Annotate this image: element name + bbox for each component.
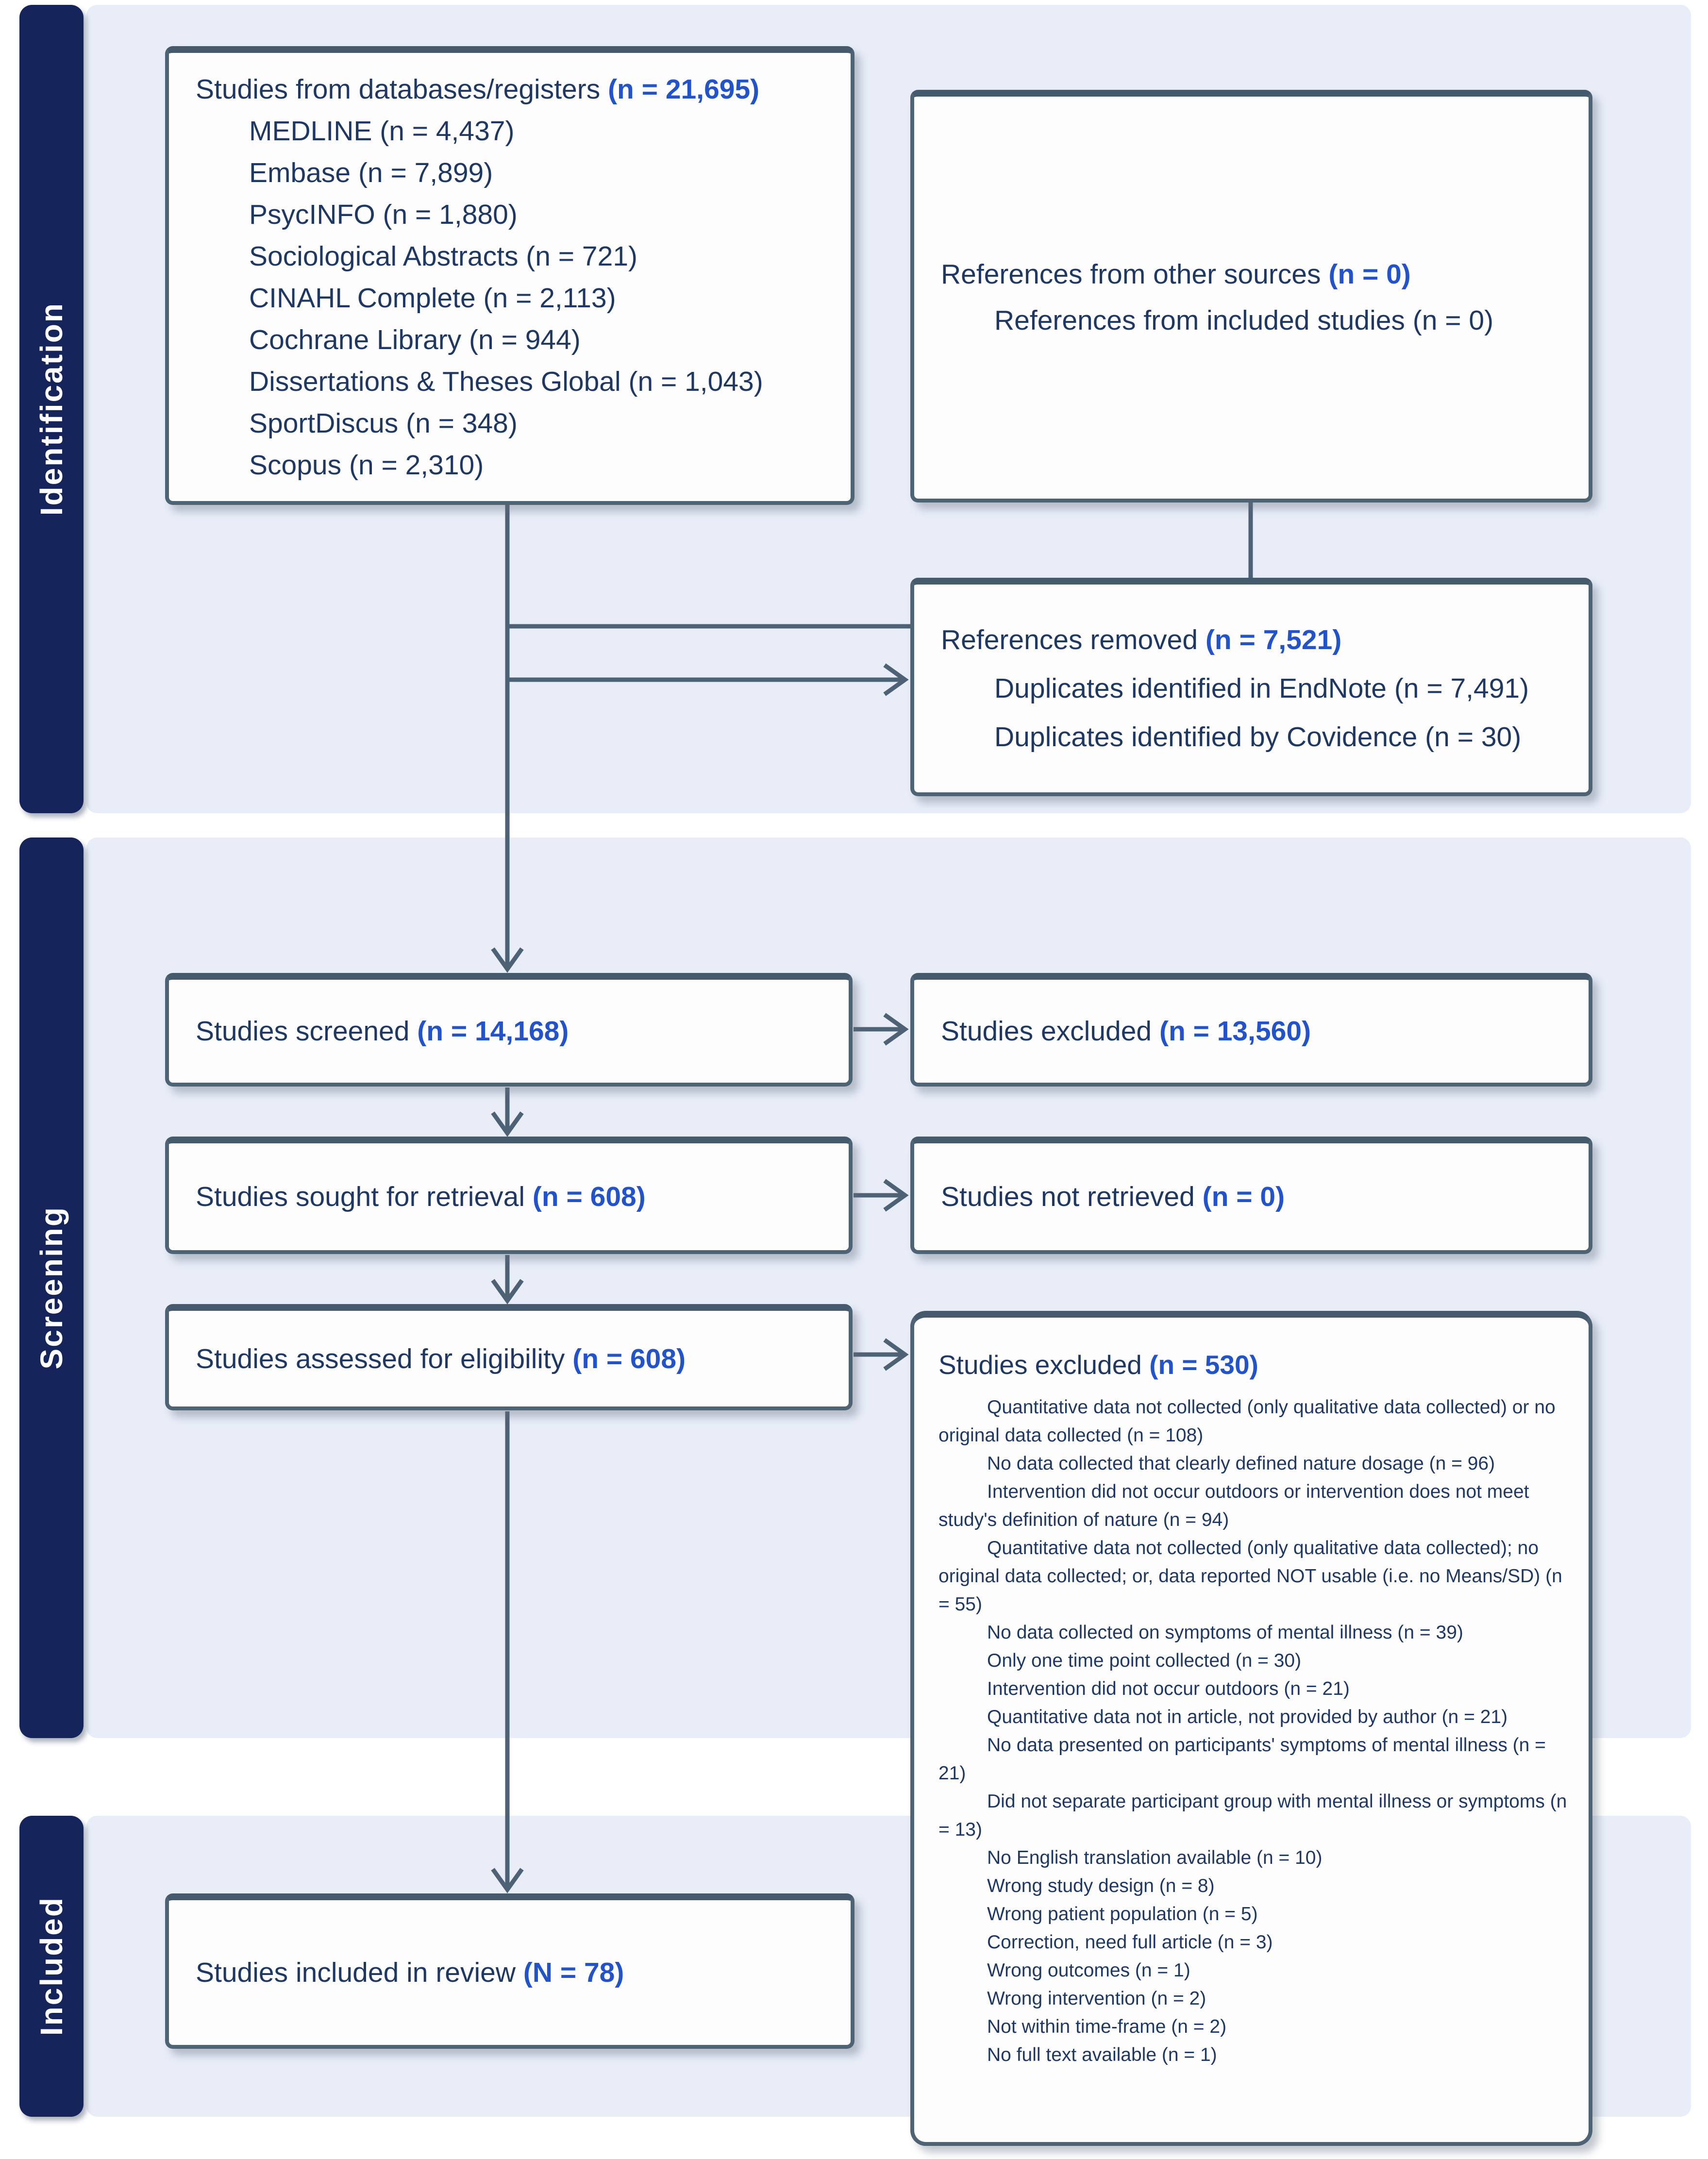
box-text-line: Studies excluded (n = 13,560) <box>941 1016 1311 1047</box>
box-studies-from-databases: Studies from databases/registers (n = 21… <box>165 46 854 505</box>
box-studies-not-retrieved: Studies not retrieved (n = 0) <box>910 1137 1592 1254</box>
box-references-other-sources: References from other sources (n = 0) Ref… <box>910 90 1592 502</box>
stage-bar-included: Included <box>19 1816 84 2117</box>
box-text-line: No English translation available (n = 10… <box>987 1847 1323 1868</box>
box-text-line: Quantitative data not collected (only qu… <box>938 1397 1556 1446</box>
count-accent: (n = 0) <box>1202 1181 1285 1212</box>
count-accent: (n = 608) <box>532 1181 646 1212</box>
box-text-line: Intervention did not occur outdoors or i… <box>938 1481 1529 1530</box>
box-text-line: MEDLINE (n = 4,437) <box>249 115 515 147</box>
box-text-line: Scopus (n = 2,310) <box>249 449 484 481</box>
box-text-line: CINAHL Complete (n = 2,113) <box>249 282 616 314</box>
arrow-sought-to-not-retrieved <box>854 1179 909 1212</box>
arrow-databases-to-screened <box>491 505 524 973</box>
box-text-line: Studies not retrieved (n = 0) <box>941 1181 1285 1212</box>
box-text-line: Wrong patient population (n = 5) <box>987 1904 1258 1925</box>
box-text-line: Studies from databases/registers (n = 21… <box>196 73 760 105</box>
arrow-screened-to-excluded <box>854 1013 909 1046</box>
box-text-line: PsycINFO (n = 1,880) <box>249 199 518 230</box>
box-text-line: Wrong intervention (n = 2) <box>987 1988 1206 2009</box>
arrow-assessed-to-included <box>491 1411 524 1893</box>
box-text-line: Studies assessed for eligibility (n = 60… <box>196 1343 686 1374</box>
arrow-sought-to-assessed <box>491 1255 524 1305</box>
box-text-line: References from included studies (n = 0) <box>994 305 1494 336</box>
box-references-removed: References removed (n = 7,521) Duplicates… <box>910 578 1592 796</box>
box-studies-excluded-eligibility: Studies excluded (n = 530) Quantitative d… <box>910 1311 1592 2146</box>
count-accent: (n = 608) <box>572 1343 686 1374</box>
count-accent: (n = 14,168) <box>417 1016 569 1047</box>
box-text-line: Studies sought for retrieval (n = 608) <box>196 1181 646 1212</box>
box-text-line: Dissertations & Theses Global (n = 1,043… <box>249 366 763 397</box>
count-accent: (n = 13,560) <box>1159 1016 1311 1047</box>
box-text-line: No data collected on symptoms of mental … <box>987 1622 1463 1643</box>
count-accent: (n = 21,695) <box>608 73 760 105</box>
box-studies-assessed-eligibility: Studies assessed for eligibility (n = 60… <box>165 1304 853 1410</box>
box-text-line: No full text available (n = 1) <box>987 2044 1217 2065</box>
box-text-line: Studies excluded (n = 530) <box>938 1350 1258 1380</box>
box-text-line: Quantitative data not in article, not pr… <box>987 1707 1508 1727</box>
count-accent: (n = 7,521) <box>1205 624 1342 655</box>
box-text-line: Wrong study design (n = 8) <box>987 1875 1215 1896</box>
count-accent: (n = 0) <box>1328 259 1411 290</box>
box-text-line: Studies screened (n = 14,168) <box>196 1016 569 1047</box>
box-text-line: Quantitative data not collected (only qu… <box>938 1538 1562 1615</box>
count-accent: (n = 530) <box>1149 1350 1258 1380</box>
box-studies-excluded-screening: Studies excluded (n = 13,560) <box>910 973 1592 1087</box>
box-text-line: Duplicates identified in EndNote (n = 7,… <box>994 673 1529 704</box>
box-text-line: Did not separate participant group with … <box>938 1791 1567 1840</box>
stage-bar-screening: Screening <box>19 837 84 1738</box>
box-text-line: No data presented on participants' sympt… <box>938 1735 1546 1784</box>
box-text-line: Cochrane Library (n = 944) <box>249 324 581 355</box>
box-text-line: Intervention did not occur outdoors (n =… <box>987 1678 1350 1699</box>
box-text-line: Not within time-frame (n = 2) <box>987 2016 1227 2037</box>
arrow-screened-to-sought <box>491 1088 524 1137</box>
arrow-to-references-removed <box>507 663 909 696</box>
box-text-line: No data collected that clearly defined n… <box>987 1453 1495 1474</box>
box-text-line: References removed (n = 7,521) <box>941 624 1342 655</box>
box-studies-included-review: Studies included in review (N = 78) <box>165 1893 854 2049</box>
box-studies-sought-retrieval: Studies sought for retrieval (n = 608) <box>165 1137 853 1254</box>
box-text-line: Embase (n = 7,899) <box>249 157 493 188</box>
arrow-assessed-to-excluded <box>854 1338 909 1371</box>
box-text-line: Wrong outcomes (n = 1) <box>987 1960 1190 1981</box>
box-text-line: Studies included in review (N = 78) <box>196 1957 624 1988</box>
stage-bar-identification: Identification <box>19 5 84 813</box>
box-text-line: Only one time point collected (n = 30) <box>987 1650 1302 1671</box>
box-text-line: References from other sources (n = 0) <box>941 259 1411 290</box>
box-text-line: Correction, need full article (n = 3) <box>987 1932 1273 1953</box>
box-text-line: SportDiscus (n = 348) <box>249 407 518 439</box>
box-text-line: Duplicates identified by Covidence (n = … <box>994 721 1522 753</box>
count-accent: (N = 78) <box>523 1957 624 1988</box>
box-text-line: Sociological Abstracts (n = 721) <box>249 240 638 272</box>
box-studies-screened: Studies screened (n = 14,168) <box>165 973 853 1087</box>
